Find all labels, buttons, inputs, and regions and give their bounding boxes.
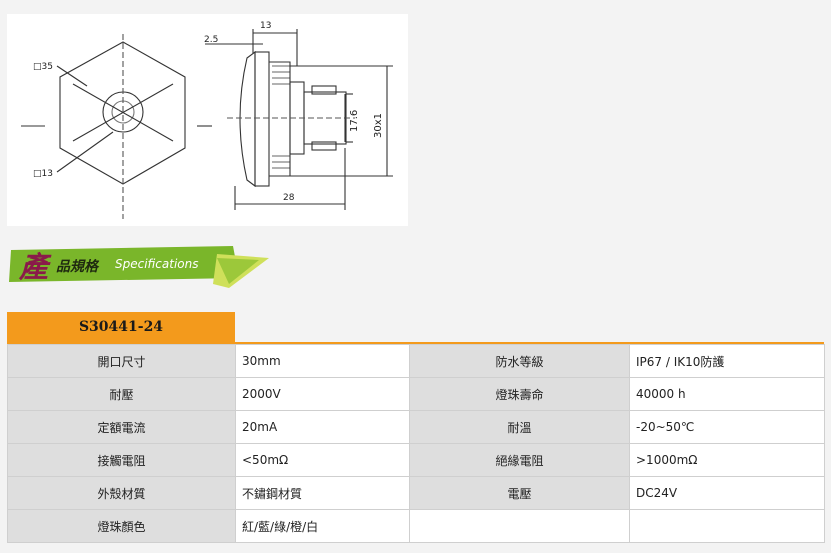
spec-label: 耐壓 (7, 377, 236, 411)
table-row: 外殼材質 不鏽鋼材質 電壓 DC24V (7, 476, 825, 510)
side-view (205, 29, 393, 210)
spec-value-empty (629, 509, 825, 543)
banner-title: 品規格 (56, 259, 98, 275)
front-inner-dim-label: □13 (33, 169, 53, 179)
dim-label-2.5: 2.5 (204, 35, 218, 45)
front-outer-dim-label: □35 (33, 62, 53, 72)
banner-green-tip (217, 258, 259, 284)
banner-graphic (9, 246, 269, 288)
leader-outer (56, 65, 88, 87)
table-row: 耐壓 2000V 燈珠壽命 40000 h (7, 377, 825, 411)
spec-value: 紅/藍/綠/橙/白 (235, 509, 410, 543)
side-bezel (239, 50, 256, 188)
leader-inner (56, 131, 114, 173)
front-diagonal-2 (72, 83, 174, 142)
dim-label-17.6: 17.6 (349, 110, 360, 132)
banner-big-char: 產 (19, 250, 49, 284)
spec-value: 40000 h (629, 377, 825, 411)
model-tab-rule (7, 342, 824, 344)
thread-lines (272, 65, 290, 169)
banner-green-ribbon (9, 246, 239, 282)
spec-value: 30mm (235, 344, 410, 378)
spec-label: 防水等級 (409, 344, 630, 378)
spec-value: IP67 / IK10防護 (629, 344, 825, 378)
front-view (21, 34, 212, 219)
table-row: 開口尺寸 30mm 防水等級 IP67 / IK10防護 (7, 344, 825, 378)
spec-label: 開口尺寸 (7, 344, 236, 378)
spec-value: 20mA (235, 410, 410, 444)
spec-label-empty (409, 509, 630, 543)
specifications-banner: 產 品規格 Specifications (7, 240, 269, 290)
technical-drawing: □35 □13 (7, 14, 408, 226)
side-collar (254, 51, 270, 187)
spec-value: 不鏽鋼材質 (235, 476, 410, 510)
spec-label: 燈珠顏色 (7, 509, 236, 543)
side-terminal-top (311, 85, 337, 95)
table-row: 定額電流 20mA 耐溫 -20~50℃ (7, 410, 825, 444)
dim-label-13: 13 (260, 21, 271, 31)
spec-label: 絕緣電阻 (409, 443, 630, 477)
spec-label: 燈珠壽命 (409, 377, 630, 411)
side-terminal-bottom (311, 141, 337, 151)
spec-label: 耐溫 (409, 410, 630, 444)
model-tab: S30441-24 (7, 312, 235, 342)
spec-label: 外殼材質 (7, 476, 236, 510)
spec-value: 2000V (235, 377, 410, 411)
table-row: 接觸電阻 <50mΩ 絕緣電阻 >1000mΩ (7, 443, 825, 477)
spec-value: DC24V (629, 476, 825, 510)
spec-label: 定額電流 (7, 410, 236, 444)
side-body (269, 61, 291, 177)
table-row: 燈珠顏色 紅/藍/綠/橙/白 (7, 509, 825, 543)
spec-label: 接觸電阻 (7, 443, 236, 477)
dim-label-30x1: 30x1 (373, 113, 384, 138)
spec-value: <50mΩ (235, 443, 410, 477)
model-name: S30441-24 (78, 319, 164, 335)
banner-english: Specifications (115, 257, 199, 271)
spec-table: 開口尺寸 30mm 防水等級 IP67 / IK10防護 耐壓 2000V 燈珠… (7, 344, 825, 543)
spec-value: >1000mΩ (629, 443, 825, 477)
technical-drawing-svg: □35 □13 (21, 21, 393, 219)
spec-label: 電壓 (409, 476, 630, 510)
spec-value: -20~50℃ (629, 410, 825, 444)
dim-label-28: 28 (283, 193, 295, 203)
